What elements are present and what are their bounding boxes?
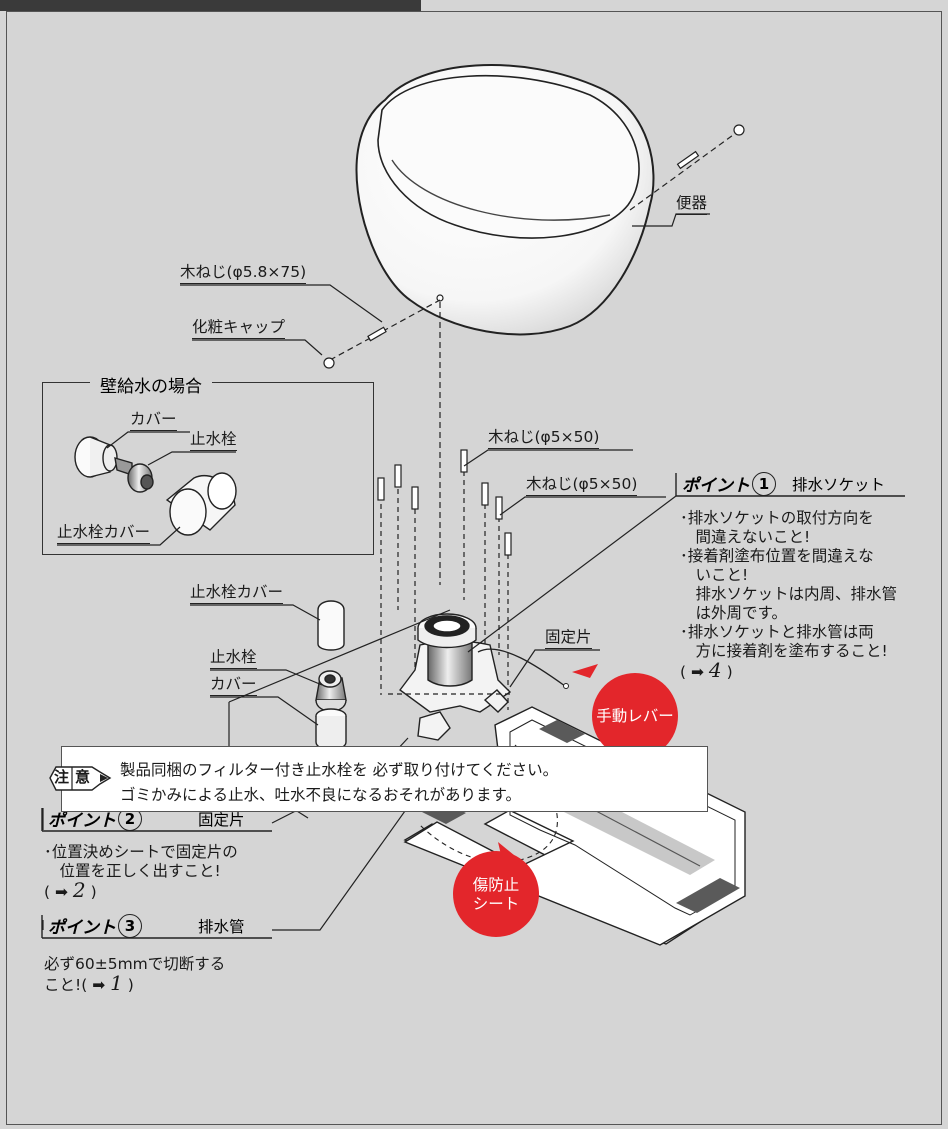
point2-keyword: ポイント: [48, 811, 116, 831]
point2-text: ･位置決めシートで固定片の 位置を正しく出すこと! ( ➡ 2 ): [44, 843, 238, 902]
caution-line1: 製品同梱のフィルター付き止水栓を 必ず取り付けてください。: [120, 761, 559, 779]
label-decorative-cap: 化粧キャップ: [192, 319, 286, 339]
point1-header: ポイント 1 排水ソケット: [682, 471, 885, 496]
arrow-icon: ➡: [92, 976, 106, 994]
point2-line: 位置を正しく出すこと!: [44, 862, 221, 880]
caution-badge-char1: 注: [54, 768, 70, 786]
point1-line: いこと!: [680, 566, 749, 584]
wall-supply-title: 壁給水の場合: [90, 372, 212, 397]
label-protection-sheet: 傷防止 シート: [453, 876, 539, 914]
arrow-icon: ➡: [54, 883, 68, 901]
wall-supply-parts: [74, 436, 237, 536]
point1-text: ･排水ソケットの取付方向を 間違えないこと! ･接着剤塗布位置を間違えな いこと…: [680, 509, 897, 682]
label-manual-lever: 手動レバー: [596, 707, 674, 725]
wall-label-stop-valve-cover: 止水栓カバー: [57, 524, 151, 544]
point3-line1: 必ず60±5mmで切断する: [44, 955, 226, 973]
arrow-icon: ➡: [690, 663, 704, 681]
wall-leaders: [57, 431, 236, 546]
point1-ref: ( ➡ 4 ): [680, 658, 733, 682]
red-callouts: [453, 664, 678, 937]
label-cover: カバー: [210, 676, 257, 696]
label-wood-screw-5-a: 木ねじ(φ5×50): [488, 429, 600, 449]
point2-ref-num: 2: [72, 878, 86, 902]
label-wood-screw-5-b: 木ねじ(φ5×50): [526, 476, 638, 496]
point1-line: ･排水ソケットの取付方向を: [680, 509, 874, 527]
point1-line: 排水ソケットは内周、排水管: [680, 585, 898, 603]
point3-line2: こと!( ➡ 1 ): [44, 971, 134, 995]
label-stop-valve-cover: 止水栓カバー: [190, 584, 284, 604]
point1-line: ･接着剤塗布位置を間違えな: [680, 547, 874, 565]
lever-wire: [477, 648, 566, 687]
point3-header: ポイント 3 排水管: [48, 913, 245, 938]
koteihen-leader: [509, 649, 600, 688]
floor-stop-valve: [315, 600, 347, 751]
point3-line2-prefix: こと!(: [44, 976, 88, 994]
point1-line: 方に接着剤を塗布すること!: [680, 642, 888, 660]
lever-tip: [563, 683, 569, 689]
label-protection-sheet-line1: 傷防止: [472, 876, 520, 894]
point3-ref-num: 1: [110, 971, 123, 995]
wall-label-stop-valve: 止水栓: [190, 431, 237, 451]
point2-line: ･位置決めシートで固定片の: [44, 843, 238, 861]
valve-leaders: [190, 604, 323, 726]
point2-ref: ( ➡ 2 ): [44, 878, 97, 902]
caution-line2: ゴミかみによる止水、吐水不良になるおそれがあります。: [120, 786, 521, 804]
caution-badge-char2: 意: [75, 768, 91, 786]
bowl-screws: [323, 124, 745, 585]
caution-box: [61, 746, 708, 812]
point3-subject: 排水管: [198, 917, 245, 936]
point2-subject: 固定片: [198, 810, 245, 829]
label-toilet-bowl: 便器: [676, 195, 708, 215]
point3-keyword: ポイント: [48, 918, 116, 938]
toilet-bowl: [355, 64, 655, 336]
point1-number: 1: [752, 471, 776, 496]
header-bar: [0, 0, 421, 11]
point1-ref-num: 4: [708, 658, 722, 682]
label-stop-valve: 止水栓: [210, 649, 257, 669]
point1-line: 間違えないこと!: [680, 528, 811, 546]
point1-line: は外周です。: [680, 604, 787, 622]
floor-screws: [377, 449, 666, 710]
point-rules: [41, 473, 905, 939]
label-fixing-piece: 固定片: [545, 629, 592, 649]
point3-number: 3: [118, 913, 142, 938]
point3-text: 必ず60±5mmで切断する こと!( ➡ 1 ): [44, 955, 225, 995]
point1-subject: 排水ソケット: [792, 475, 886, 494]
wall-label-cover: カバー: [130, 411, 177, 431]
label-wood-screw-58: 木ねじ(φ5.8×75): [180, 264, 307, 284]
point1-keyword: ポイント: [682, 476, 750, 496]
point1-line: ･排水ソケットと排水管は両: [680, 623, 874, 641]
label-protection-sheet-line2: シート: [472, 895, 520, 913]
